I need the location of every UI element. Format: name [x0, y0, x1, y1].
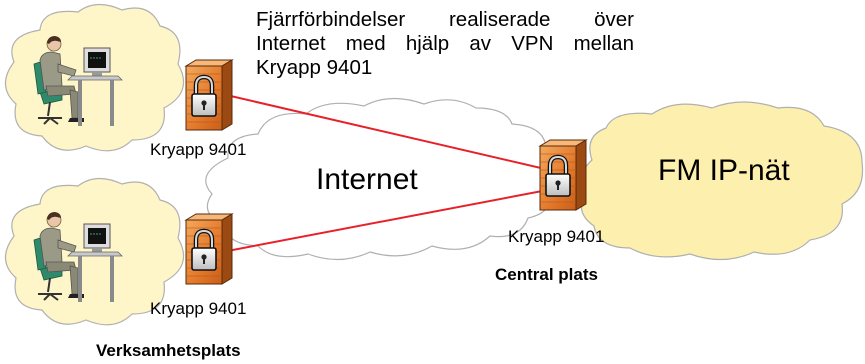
device-label-central: Kryapp 9401	[508, 227, 605, 246]
branch-site-label: Verksamhetsplats	[96, 341, 241, 360]
description-line-2: Internet med hjälp av VPN mellan	[256, 32, 634, 55]
vpn-description: Fjärrförbindelser realiserade över Inter…	[256, 8, 634, 80]
description-line-3: Kryapp 9401	[256, 56, 373, 79]
device-label-top: Kryapp 9401	[150, 140, 247, 159]
device-label-bottom: Kryapp 9401	[150, 299, 247, 318]
description-line-1: Fjärrförbindelser realiserade över	[256, 8, 634, 31]
vpn-link-bottom	[221, 187, 559, 253]
central-site-label: Central plats	[495, 265, 598, 284]
internet-label: Internet	[316, 163, 418, 196]
firewall-lock-icon-central	[540, 140, 586, 210]
firewall-lock-icon-bottom	[186, 214, 232, 284]
fm-ip-label: FM IP-nät	[658, 154, 790, 187]
vpn-link-top	[221, 93, 559, 173]
firewall-lock-icon-top	[186, 60, 232, 130]
